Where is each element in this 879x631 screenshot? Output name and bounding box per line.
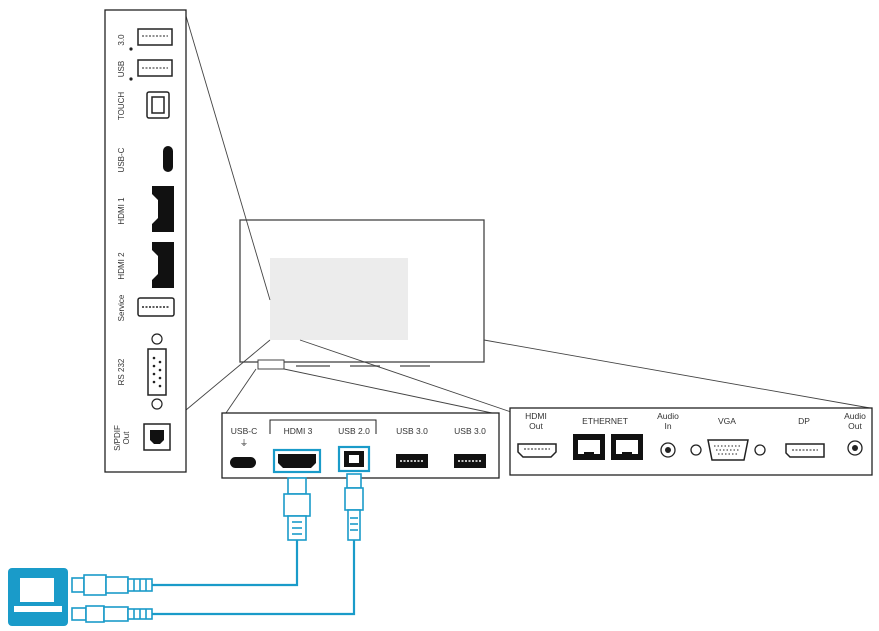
side-label-touch: TOUCH <box>117 92 126 121</box>
usb-a-port-icon <box>137 28 173 46</box>
hdmi-port-icon <box>152 186 174 232</box>
zoom-guide-lines <box>185 15 871 414</box>
usb-c-port-icon <box>163 146 173 172</box>
bottom-label-dp: DP <box>798 416 810 426</box>
hdmi-connector-icon <box>283 477 311 541</box>
side-label-hdmi2: HDMI 2 <box>117 252 126 280</box>
side-label-service: Service <box>117 294 126 321</box>
usb-cable <box>152 540 356 616</box>
side-label-usb: USB <box>117 61 126 77</box>
svg-text:⏚: ⏚ <box>240 438 249 448</box>
side-label-spdif: S/PDIFOut <box>113 425 131 451</box>
side-label-rs232: RS 232 <box>117 358 126 385</box>
bottom-left-port-panel: USB-C ⏚ HDMI 3 USB 2.0 USB 3.0 USB 3.0 <box>221 412 500 479</box>
hdmi-port-icon <box>152 242 174 288</box>
displayport-icon <box>785 443 825 458</box>
hdmi-cable <box>152 540 299 587</box>
display-monitor <box>239 219 485 370</box>
bottom-label-usb2: USB 2.0 <box>338 426 370 436</box>
laptop-hdmi-connector-icon <box>71 574 153 596</box>
laptop-icon <box>8 568 68 626</box>
usb-b-port-icon <box>146 91 170 119</box>
side-label-usb3: 3.0 <box>117 34 126 46</box>
hdmi3-highlight <box>272 448 322 474</box>
bottom-label-usb3-b: USB 3.0 <box>454 426 486 436</box>
display-screen <box>270 258 408 340</box>
hdmi-port-icon <box>517 443 557 458</box>
side-label-usbc: USB-C <box>117 147 126 172</box>
bottom-label-ethernet: ETHERNET <box>582 416 628 426</box>
hdmi-port-icon <box>278 454 316 468</box>
usb-c-port-icon <box>230 457 256 468</box>
bottom-label-usbc: USB-C <box>231 426 257 436</box>
laptop-usb-connector-icon <box>71 605 153 623</box>
bottom-label-vga: VGA <box>718 416 736 426</box>
display-port-highlight <box>257 359 285 370</box>
usb2-highlight <box>337 445 371 473</box>
bottom-label-usb3-a: USB 3.0 <box>396 426 428 436</box>
bottom-label-hdmi3: HDMI 3 <box>284 426 313 436</box>
side-label-hdmi1: HDMI 1 <box>117 197 126 225</box>
usb-a-port-icon <box>137 59 173 77</box>
rs232-port-icon <box>147 348 167 396</box>
usb-b-connector-icon <box>344 473 364 541</box>
side-panel-labels: 3.0 USB TOUCH USB-C HDMI 1 HDMI 2 Servic… <box>113 34 133 451</box>
side-port-panel <box>104 9 187 473</box>
